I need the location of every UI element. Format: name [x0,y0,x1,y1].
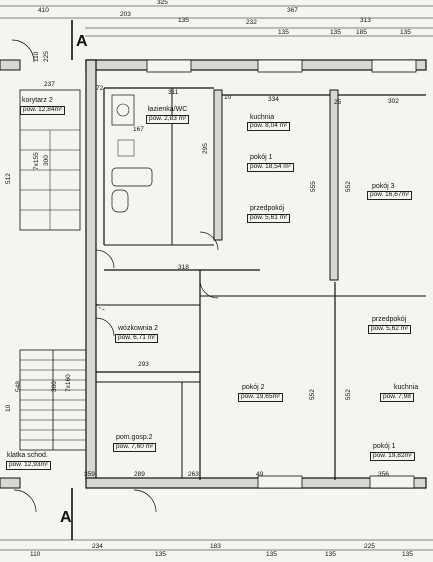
dim-inner-555: 555 [310,181,317,192]
dim-inner-300b: 7x160 [65,374,72,392]
dim-bottom-4: 183 [210,543,221,550]
dim-top-3: 367 [287,7,298,14]
dim-inner-263: 289 [134,471,145,478]
section-marker-top: A [76,33,88,50]
room-klatka-area: pow. 12,93m² [6,461,52,470]
dim-inner-295: 295 [202,143,209,154]
dim-inner-548: 10 [5,404,12,412]
room-kuchnia-right-area: pow. 7,98 [380,393,414,402]
dim-left-1: 110 [33,51,40,62]
room-kuchnia-top-area: pow. 8,04 m² [247,122,291,131]
room-pokoj1-right-name: pokój 1 [373,443,396,450]
room-pokoj1-top-area: pow. 18,54 m² [247,163,294,172]
dim-bottom-6: 135 [325,551,336,558]
dim-inner-318: 318 [178,264,189,271]
room-pokoj1-top-name: pokój 1 [250,154,273,161]
dim-left-3: 237 [44,81,55,88]
dim-inner-552a: 552 [345,181,352,192]
room-pom-gosp2-name: pom.gosp.2 [116,434,153,441]
dim-inner-49: 263 [188,471,199,478]
dim-inner-552b: 552 [309,389,316,400]
section-marker-bottom: A [60,509,72,526]
room-przedpokoj-right-name: przedpokój [372,316,407,323]
dim-inner-42: 359 [84,471,95,478]
room-korytarz2-area: pow. 12,84m² [20,106,66,115]
dim-inner-334: 334 [268,96,279,103]
room-pom-gosp2-area: pow. 7,60 m² [113,443,157,452]
dim-inner-293: 293 [138,361,149,368]
dim-inner-311: 311 [168,89,179,96]
room-kuchnia-top-name: kuchnia [250,114,275,121]
room-przedpokoj-top-name: przedpokój [250,205,285,212]
dim-top-11: 135 [400,29,411,36]
room-przedpokoj-top-area: pow. 5,61 m² [247,214,291,223]
dim-inner-302: 302 [388,98,399,105]
room-klatka-name: klatka schod. [7,452,48,459]
room-kuchnia-right-name: kuchnia [394,384,419,391]
dim-inner-552c: 552 [345,389,352,400]
dim-top-9: 135 [330,29,341,36]
room-wozkownia2-area: pow. 6,71 m² [115,334,159,343]
dim-inner-10x155: 300 [51,381,58,392]
dim-inner-300: 300 [43,155,50,166]
dim-inner-10: 10 [224,94,232,101]
room-lazienka-name: łazienka/WC [148,106,188,113]
dim-top-6: 232 [246,19,257,26]
dim-inner-7x160: 548 [15,381,22,392]
dim-top-10: 185 [356,29,367,36]
dim-top-8: 135 [278,29,289,36]
dim-inner-356: 49 [256,471,264,478]
dim-bottom-1: 110 [30,551,41,558]
dim-inner-167: 167 [133,126,144,133]
dim-inner-25: 25 [334,99,342,106]
dim-bottom-5: 135 [266,551,277,558]
dim-top-1: 410 [38,7,49,14]
dim-left-2: 225 [43,51,50,62]
dim-inner-512: 512 [5,173,12,184]
room-pokoj3-area: pow. 16,67m² [367,191,413,200]
dim-left-4: 72 [96,85,104,92]
room-pokoj2-name: pokój 2 [242,384,265,391]
dim-top-5: 135 [178,17,189,24]
dim-inner-7x155: 7x155 [33,152,40,170]
room-przedpokoj-right-area: pow. 5,62 m² [368,325,412,334]
dim-bottom-8: 135 [402,551,413,558]
room-pokoj1-right-area: pow. 19,82m² [370,452,416,461]
dim-bottom-2: 234 [92,543,103,550]
room-lazienka-area: pow. 2,83 m² [146,115,190,124]
room-korytarz2-name: korytarz 2 [22,97,53,104]
dim-top-4: 203 [120,11,131,18]
room-wozkownia2-name: wózkownia 2 [118,325,159,332]
room-pokoj3-name: pokój 3 [372,183,395,190]
dim-top-2: 325 [157,0,168,6]
dim-bottom-7: 225 [364,543,375,550]
dim-bottom-3: 135 [155,551,166,558]
dim-inner-359: 356 [378,471,389,478]
room-pokoj2-area: pow. 19,65m² [238,393,284,402]
dim-top-7: 313 [360,17,371,24]
